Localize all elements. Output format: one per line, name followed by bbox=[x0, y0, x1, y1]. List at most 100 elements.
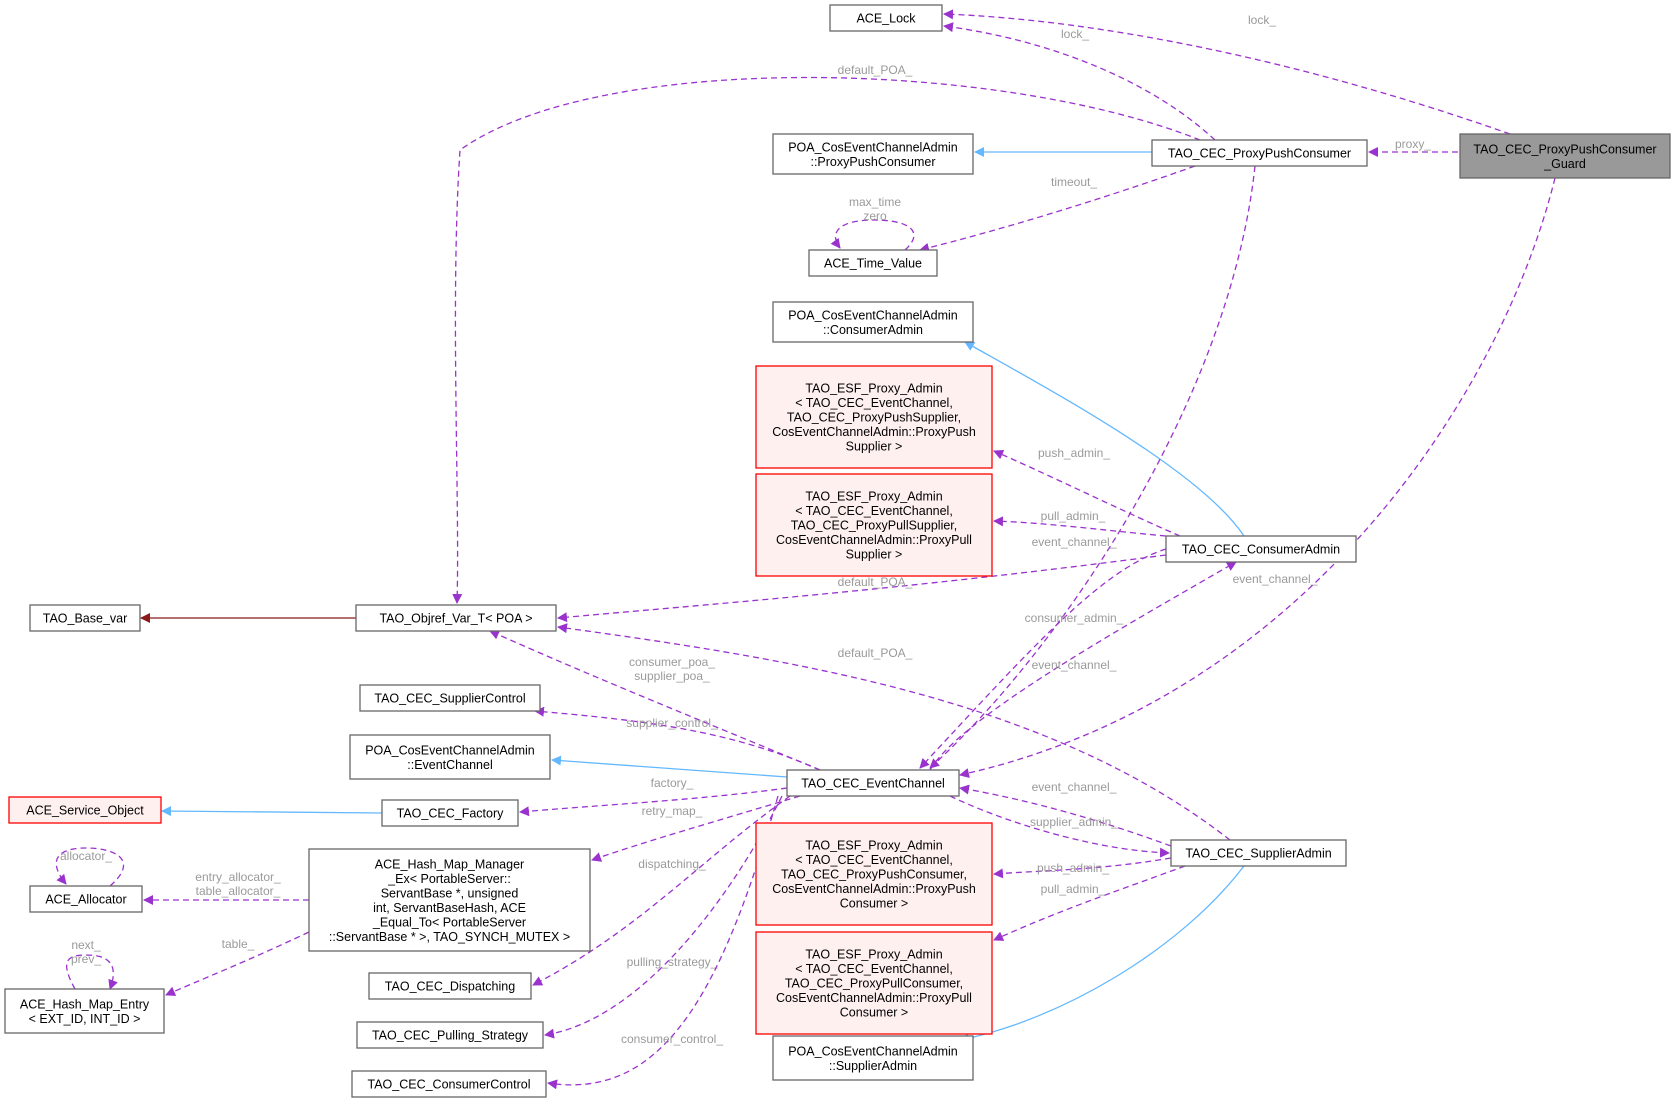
edge-label: supplier_admin_ bbox=[1030, 815, 1118, 829]
node-box bbox=[368, 972, 532, 1000]
node-esf-push-supplier[interactable]: TAO_ESF_Proxy_Admin< TAO_CEC_EventChanne… bbox=[755, 365, 993, 469]
node-pulling-strategy[interactable]: TAO_CEC_Pulling_Strategy bbox=[356, 1021, 544, 1049]
node-label: TAO_CEC_Pulling_Strategy bbox=[372, 1029, 529, 1043]
edge-label: lock_ bbox=[1248, 13, 1276, 27]
node-label: TAO_CEC_ProxyPushSupplier, bbox=[787, 411, 961, 425]
edge-line bbox=[949, 795, 1170, 858]
ca-push-admin-edge: push_admin_ bbox=[993, 446, 1181, 537]
node-ppc[interactable]: TAO_CEC_ProxyPushConsumer bbox=[1151, 139, 1368, 167]
node-dispatching[interactable]: TAO_CEC_Dispatching bbox=[368, 972, 532, 1000]
edge-line bbox=[65, 954, 118, 990]
node-label: TAO_CEC_EventChannel bbox=[801, 777, 945, 791]
node-consumer-admin[interactable]: TAO_CEC_ConsumerAdmin bbox=[1165, 535, 1357, 563]
node-label: TAO_CEC_SupplierControl bbox=[374, 692, 525, 706]
node-label: TAO_ESF_Proxy_Admin bbox=[805, 490, 942, 504]
node-poa-ppc[interactable]: POA_CosEventChannelAdmin::ProxyPushConsu… bbox=[772, 133, 974, 175]
node-label: TAO_Base_var bbox=[43, 612, 128, 626]
node-label: < EXT_ID, INT_ID > bbox=[29, 1012, 141, 1026]
guard-event-channel-edge: event_channel_ bbox=[959, 177, 1556, 778]
node-label: Supplier > bbox=[846, 440, 903, 454]
node-poa-ec[interactable]: POA_CosEventChannelAdmin::EventChannel bbox=[349, 734, 551, 780]
edge-label: push_admin_ bbox=[1038, 446, 1110, 460]
node-box bbox=[772, 1035, 974, 1081]
node-factory[interactable]: TAO_CEC_Factory bbox=[381, 799, 519, 827]
node-label: TAO_CEC_ProxyPushConsumer, bbox=[781, 868, 967, 882]
node-esf-push-consumer[interactable]: TAO_ESF_Proxy_Admin< TAO_CEC_EventChanne… bbox=[755, 822, 993, 926]
node-allocator[interactable]: ACE_Allocator bbox=[29, 885, 143, 913]
hmm-allocators-edge: entry_allocator_table_allocator_ bbox=[143, 870, 309, 905]
edge-label: supplier_control_ bbox=[626, 716, 718, 730]
node-label: ACE_Lock bbox=[856, 12, 916, 26]
node-label: < TAO_CEC_EventChannel, bbox=[795, 504, 953, 518]
guard-proxy-edge: proxy_ bbox=[1368, 137, 1458, 157]
node-poa-sa[interactable]: POA_CosEventChannelAdmin::SupplierAdmin bbox=[772, 1035, 974, 1081]
ec-consumer-admin-edge: consumer_admin_ bbox=[929, 561, 1237, 771]
node-hash-map-entry[interactable]: ACE_Hash_Map_Entry< EXT_ID, INT_ID > bbox=[4, 988, 165, 1034]
node-box bbox=[355, 604, 557, 632]
node-label: ServantBase *, unsigned bbox=[381, 886, 519, 900]
node-supplier-control[interactable]: TAO_CEC_SupplierControl bbox=[359, 684, 541, 712]
node-base-var[interactable]: TAO_Base_var bbox=[29, 604, 141, 632]
node-time-value[interactable]: ACE_Time_Value bbox=[808, 249, 938, 277]
node-objref-var[interactable]: TAO_Objref_Var_T< POA > bbox=[355, 604, 557, 632]
edge-label: retry_map_ bbox=[642, 804, 703, 818]
ppc-event-channel-edge: event_channel_ bbox=[929, 165, 1256, 769]
node-esf-pull-supplier[interactable]: TAO_ESF_Proxy_Admin< TAO_CEC_EventChanne… bbox=[755, 473, 993, 577]
node-esf-pull-consumer[interactable]: TAO_ESF_Proxy_Admin< TAO_CEC_EventChanne… bbox=[755, 931, 993, 1035]
node-label: ::ServantBase * >, TAO_SYNCH_MUTEX > bbox=[329, 930, 570, 944]
ec-supplier-admin-edge: supplier_admin_ bbox=[949, 795, 1170, 858]
node-supplier-admin[interactable]: TAO_CEC_SupplierAdmin bbox=[1170, 839, 1347, 867]
node-guard[interactable]: TAO_CEC_ProxyPushConsumer_Guard bbox=[1459, 133, 1671, 179]
node-label: ACE_Allocator bbox=[45, 893, 126, 907]
edge-label: allocator_ bbox=[60, 849, 112, 863]
edge-label: timeout_ bbox=[1051, 175, 1097, 189]
edge-line bbox=[964, 341, 1245, 537]
edge-line bbox=[959, 177, 1556, 778]
edge-line bbox=[544, 795, 783, 1039]
node-label: ACE_Service_Object bbox=[26, 804, 144, 818]
edge-label: default_POA_ bbox=[838, 575, 913, 589]
edge-line bbox=[919, 548, 1167, 769]
node-box bbox=[808, 249, 938, 277]
node-box bbox=[356, 1021, 544, 1049]
ec-poas-edge: consumer_poa_supplier_poa_ bbox=[489, 630, 821, 771]
edge-line bbox=[993, 865, 1186, 941]
entry-self-edge: next_prev_ bbox=[65, 938, 118, 990]
edge-label: consumer_control_ bbox=[621, 1032, 723, 1046]
node-service-object[interactable]: ACE_Service_Object bbox=[8, 796, 162, 824]
ec-pulling-strategy-edge: pulling_strategy_ bbox=[544, 795, 783, 1039]
node-label: TAO_CEC_SupplierAdmin bbox=[1185, 847, 1331, 861]
node-label: TAO_CEC_ConsumerControl bbox=[367, 1078, 530, 1092]
edge-label: default_POA_ bbox=[838, 63, 913, 77]
node-label: ::ConsumerAdmin bbox=[823, 323, 923, 337]
node-label: TAO_CEC_ProxyPullSupplier, bbox=[791, 519, 958, 533]
edge-label: pull_admin_ bbox=[1041, 882, 1106, 896]
node-poa-ca[interactable]: POA_CosEventChannelAdmin::ConsumerAdmin bbox=[772, 301, 974, 343]
edge-label: max_time bbox=[849, 195, 901, 209]
node-box bbox=[381, 799, 519, 827]
edge-line bbox=[452, 76, 1201, 604]
edge-line bbox=[489, 630, 821, 771]
edge-line bbox=[993, 516, 1167, 537]
node-box bbox=[349, 734, 551, 780]
node-box bbox=[308, 848, 591, 952]
node-ace-lock[interactable]: ACE_Lock bbox=[829, 4, 943, 32]
edge-line bbox=[161, 806, 383, 817]
node-box bbox=[1165, 535, 1357, 563]
node-box bbox=[1151, 139, 1368, 167]
node-consumer-control[interactable]: TAO_CEC_ConsumerControl bbox=[351, 1070, 547, 1098]
node-label: < TAO_CEC_EventChannel, bbox=[795, 853, 953, 867]
node-event-channel[interactable]: TAO_CEC_EventChannel bbox=[786, 769, 960, 797]
node-label: TAO_ESF_Proxy_Admin bbox=[805, 839, 942, 853]
edge-label: default_POA_ bbox=[838, 646, 913, 660]
edge-label: proxy_ bbox=[1395, 137, 1431, 151]
node-label: ACE_Hash_Map_Manager bbox=[375, 857, 524, 871]
ca-pull-admin-edge: pull_admin_ bbox=[993, 509, 1167, 537]
node-label: POA_CosEventChannelAdmin bbox=[788, 308, 958, 322]
nodes-layer: ACE_LockTAO_CEC_ProxyPushConsumer_GuardT… bbox=[4, 4, 1671, 1098]
edge-label: factory_ bbox=[651, 776, 694, 790]
node-box bbox=[29, 604, 141, 632]
node-label: CosEventChannelAdmin::ProxyPull bbox=[776, 991, 972, 1005]
node-hash-map-manager[interactable]: ACE_Hash_Map_Manager_Ex< PortableServer:… bbox=[308, 848, 591, 952]
